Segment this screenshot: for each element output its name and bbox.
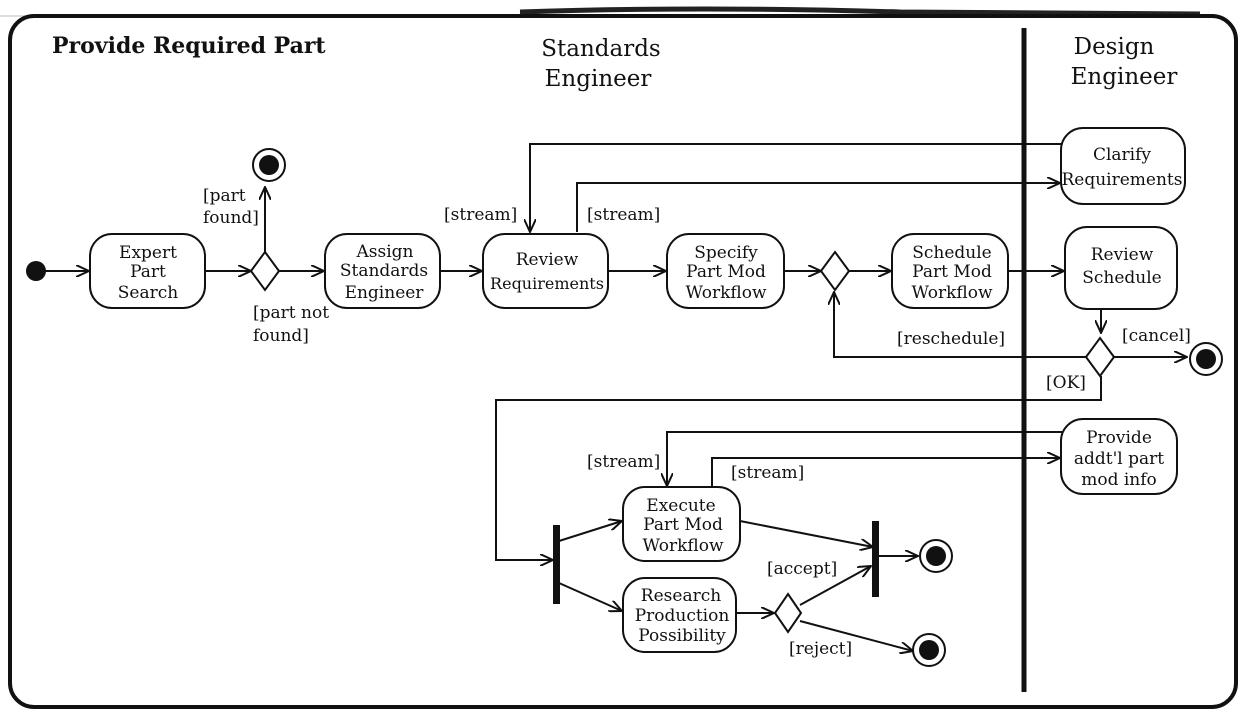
svg-text:Production: Production — [635, 606, 730, 626]
guard-reject: [reject] — [789, 639, 852, 659]
svg-text:Part: Part — [130, 262, 166, 282]
activity-schedule-part-mod-workflow: Schedule Part Mod Workflow — [891, 233, 1009, 309]
edge-provide-execute — [667, 431, 1062, 486]
final-node-join — [919, 539, 953, 573]
decision-review-schedule — [1084, 336, 1116, 378]
edge-reject — [799, 620, 913, 651]
decision-part-found — [249, 250, 281, 292]
guard-part-not-found-2: found] — [253, 326, 309, 346]
page-edge-shadow — [519, 6, 1201, 17]
svg-text:Workflow: Workflow — [642, 536, 724, 556]
svg-text:Engineer: Engineer — [345, 283, 425, 303]
guard-stream-4: [stream] — [731, 463, 804, 483]
svg-text:Specify: Specify — [694, 243, 758, 263]
edge-fork-execute — [558, 521, 622, 542]
guard-stream-2: [stream] — [587, 205, 660, 225]
guard-reschedule: [reschedule] — [897, 329, 1005, 349]
svg-text:Workflow: Workflow — [911, 283, 993, 303]
svg-text:Expert: Expert — [119, 243, 177, 263]
guard-part-found-2: found] — [203, 208, 259, 228]
svg-text:Possibility: Possibility — [638, 626, 726, 646]
final-node-reject — [912, 633, 946, 667]
edge-reschedule — [834, 292, 1086, 358]
svg-text:Research: Research — [641, 586, 721, 606]
lane-title-design: Design — [1074, 34, 1155, 60]
guard-stream-1: [stream] — [444, 205, 517, 225]
edge-review-clarify — [576, 183, 1060, 232]
svg-text:addt'l part: addt'l part — [1074, 449, 1164, 469]
edges — [44, 143, 1187, 651]
activity-review-schedule: Review Schedule — [1064, 226, 1178, 310]
activity-provide-addtl-part-mod-info: Provide addt'l part mod info — [1060, 418, 1178, 495]
lane-title-design-2: Engineer — [1071, 64, 1178, 90]
edge-execute-provide — [711, 458, 1060, 486]
svg-text:Review: Review — [1091, 245, 1154, 265]
lane-title-standards-2: Engineer — [545, 66, 652, 92]
activity-clarify-requirements: Clarify Requirements — [1060, 127, 1186, 205]
edge-fork-research — [558, 582, 622, 611]
lane-title-standards: Standards — [541, 36, 660, 62]
svg-text:Search: Search — [118, 283, 178, 303]
final-node-cancel — [1189, 342, 1223, 376]
activity-review-requirements: Review Requirements — [482, 233, 609, 309]
diagram-title: Provide Required Part — [52, 33, 326, 59]
guard-ok: [OK] — [1046, 373, 1086, 393]
guard-cancel: [cancel] — [1122, 326, 1191, 346]
guard-part-found: [part — [203, 186, 246, 206]
initial-node — [26, 261, 46, 281]
svg-text:Execute: Execute — [646, 496, 715, 516]
edge-clarify-review — [530, 143, 1062, 232]
edge-execute-join — [739, 520, 873, 547]
svg-text:Clarify: Clarify — [1093, 145, 1151, 165]
svg-text:Part Mod: Part Mod — [686, 262, 766, 282]
guard-part-not-found: [part not — [253, 303, 329, 323]
activity-execute-part-mod-workflow: Execute Part Mod Workflow — [622, 486, 741, 562]
svg-text:Assign: Assign — [356, 242, 414, 262]
decision-reschedule-merge — [819, 250, 851, 292]
final-node-part-found — [252, 148, 286, 182]
svg-text:Provide: Provide — [1086, 428, 1152, 448]
svg-text:mod info: mod info — [1081, 470, 1157, 490]
activity-assign-standards-engineer: Assign Standards Engineer — [324, 233, 441, 309]
join-bar — [872, 521, 879, 597]
edge-accept — [799, 566, 871, 606]
decision-accept-reject — [773, 592, 803, 634]
svg-text:Workflow: Workflow — [685, 283, 767, 303]
edge-ok-fork — [495, 376, 1102, 560]
svg-text:Requirements: Requirements — [1061, 170, 1182, 190]
svg-text:Part Mod: Part Mod — [912, 262, 992, 282]
activity-specify-part-mod-workflow: Specify Part Mod Workflow — [666, 233, 785, 309]
activity-expert-part-search: Expert Part Search — [89, 233, 206, 309]
svg-text:Standards: Standards — [340, 261, 428, 281]
svg-text:Requirements: Requirements — [490, 274, 604, 293]
svg-text:Review: Review — [516, 250, 579, 270]
guard-stream-3: [stream] — [587, 452, 660, 472]
svg-text:Part Mod: Part Mod — [643, 515, 723, 535]
svg-text:Schedule: Schedule — [1082, 268, 1162, 288]
svg-text:Schedule: Schedule — [912, 243, 992, 263]
diagram-frame — [8, 14, 1238, 709]
guard-accept: [accept] — [767, 559, 837, 579]
fork-bar — [553, 525, 560, 604]
activity-research-production-possibility: Research Production Possibility — [622, 577, 737, 653]
